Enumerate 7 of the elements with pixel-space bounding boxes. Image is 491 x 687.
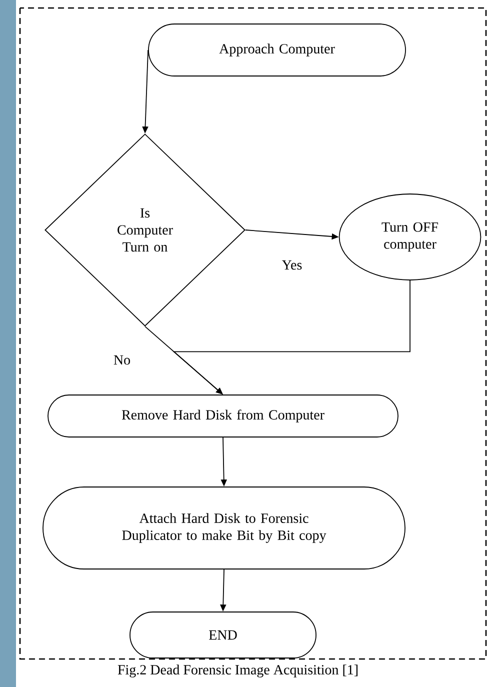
process-box: Remove Hard Disk from Computer — [48, 394, 398, 438]
edge-label: Yes — [280, 259, 304, 271]
process-box: Attach Hard Disk to Forensic Duplicator to make Bit by Bit copy — [42, 486, 406, 570]
terminal-box: END — [130, 612, 316, 658]
edge-label: No — [112, 354, 132, 366]
terminal-box: Approach Computer — [148, 24, 406, 76]
caption: Fig.2 Dead Forensic Image Acquisition [1] — [118, 664, 358, 678]
